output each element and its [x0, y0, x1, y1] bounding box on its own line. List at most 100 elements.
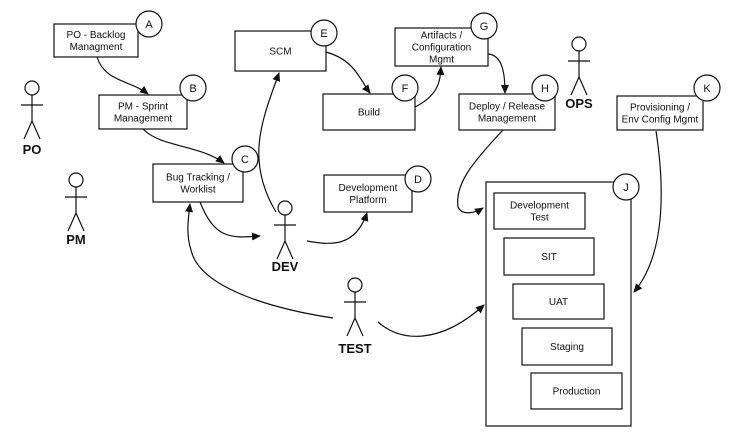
- node-badge-circle: [310, 19, 338, 47]
- environment-box-label: UAT: [549, 297, 568, 308]
- actor-head: [68, 172, 84, 188]
- environment-box-label: Test: [530, 213, 549, 224]
- actor-po: PO: [21, 80, 43, 157]
- actor-label: OPS: [565, 96, 593, 111]
- actor-pm: PM: [65, 172, 87, 247]
- node-badge-circle: [135, 10, 163, 38]
- connector-c-to-dev: [199, 201, 261, 241]
- environment-box-label: Production: [553, 387, 601, 398]
- connector-k-to-j: [633, 130, 662, 293]
- actor-test: TEST: [338, 277, 372, 356]
- node-badge-letter: H: [541, 83, 549, 95]
- node-b-label: PM - Sprint: [118, 102, 168, 113]
- connector-a-to-b: [96, 56, 149, 95]
- node-badge-letter: F: [402, 83, 409, 95]
- node-h-label: Deploy / Release: [469, 102, 546, 113]
- node-badge-letter: C: [241, 154, 249, 166]
- node-g-label: Mgmt: [429, 55, 454, 66]
- node-g-rect: [394, 27, 489, 67]
- node-badge-circle: [179, 74, 207, 102]
- actor-head: [24, 80, 40, 96]
- actor-label: PO: [23, 142, 42, 157]
- connector-test-to-j: [377, 304, 485, 337]
- node-k: Provisioning /Env Config Mgmt K: [616, 74, 721, 131]
- node-badge-letter: K: [703, 83, 711, 95]
- environment-box-rect: [530, 372, 623, 410]
- node-badge-letter: J: [623, 182, 629, 194]
- actor-body: [344, 292, 366, 337]
- environment-box: Production: [530, 372, 623, 410]
- environment-box-rect: [512, 283, 605, 320]
- environment-box: Staging: [521, 327, 613, 366]
- connector-dev-to-d: [306, 212, 369, 244]
- node-b-rect: [98, 94, 188, 130]
- actor-ops: OPS: [565, 36, 593, 111]
- node-f: Build F: [322, 74, 419, 131]
- actor-head: [571, 36, 587, 52]
- node-c-label: Bug Tracking /: [166, 173, 230, 184]
- node-badge-circle: [693, 74, 721, 102]
- node-a-label: PO - Backlog: [67, 30, 126, 41]
- node-b-label: Management: [114, 114, 173, 125]
- actor-head: [277, 200, 293, 216]
- connector-b-to-c: [142, 128, 225, 164]
- environment-box: SIT: [503, 237, 595, 276]
- node-k-rect: [616, 95, 704, 131]
- connector-test-to-c: [185, 203, 334, 319]
- node-badge-letter: E: [320, 28, 327, 40]
- connector-h-to-j: [457, 129, 504, 216]
- node-a-rect: [53, 23, 139, 58]
- node-badge-circle: [470, 12, 498, 40]
- node-e-label: SCM: [269, 47, 291, 58]
- node-d-label: Development: [339, 183, 398, 194]
- node-d-rect: [323, 174, 413, 213]
- actor-body: [568, 51, 590, 96]
- node-g-label: Configuration: [412, 43, 471, 54]
- connector-e-to-f: [325, 51, 371, 94]
- node-g-label: Artifacts /: [421, 31, 463, 42]
- node-d-label: Platform: [349, 195, 386, 206]
- node-c-rect: [152, 163, 244, 203]
- actor-body: [274, 215, 296, 260]
- actor-head: [347, 277, 363, 293]
- environment-box-rect: [521, 327, 613, 366]
- node-badge-letter: A: [145, 19, 153, 31]
- node-k-label: Env Config Mgmt: [622, 115, 699, 126]
- environment-box-rect: [493, 192, 586, 230]
- environment-box-label: Development: [510, 201, 569, 212]
- node-h-label: Management: [478, 114, 537, 125]
- actor-label: PM: [66, 232, 86, 247]
- actor-layer: PO PM DEV TEST OPS: [21, 36, 593, 356]
- connector-layer: [96, 51, 662, 337]
- actor-dev: DEV: [272, 200, 299, 274]
- actor-label: DEV: [272, 259, 299, 274]
- node-badge-letter: G: [480, 21, 489, 33]
- environment-box-label: SIT: [541, 252, 557, 263]
- node-c: Bug Tracking /Worklist C: [152, 145, 259, 203]
- connector-g-to-h: [487, 53, 509, 94]
- node-k-label: Provisioning /: [630, 103, 690, 114]
- node-badge-circle: [231, 145, 259, 173]
- node-e-rect: [234, 30, 327, 72]
- node-f-label: Build: [358, 108, 380, 119]
- environment-box-label: Staging: [550, 342, 584, 353]
- node-badge-circle: [612, 173, 640, 201]
- node-badge-circle: [531, 74, 559, 102]
- actor-label: TEST: [338, 341, 371, 356]
- node-a-label: Managment: [70, 42, 123, 53]
- connector-f-to-g: [412, 66, 445, 109]
- node-c-label: Worklist: [180, 185, 216, 196]
- actor-body: [65, 187, 87, 232]
- node-badge-letter: D: [414, 174, 422, 186]
- node-badge-circle: [391, 74, 419, 102]
- node-badge-letter: B: [189, 83, 196, 95]
- environment-box-rect: [503, 237, 595, 276]
- node-e: SCM E: [234, 19, 338, 72]
- connector-dev-to-e: [258, 72, 281, 213]
